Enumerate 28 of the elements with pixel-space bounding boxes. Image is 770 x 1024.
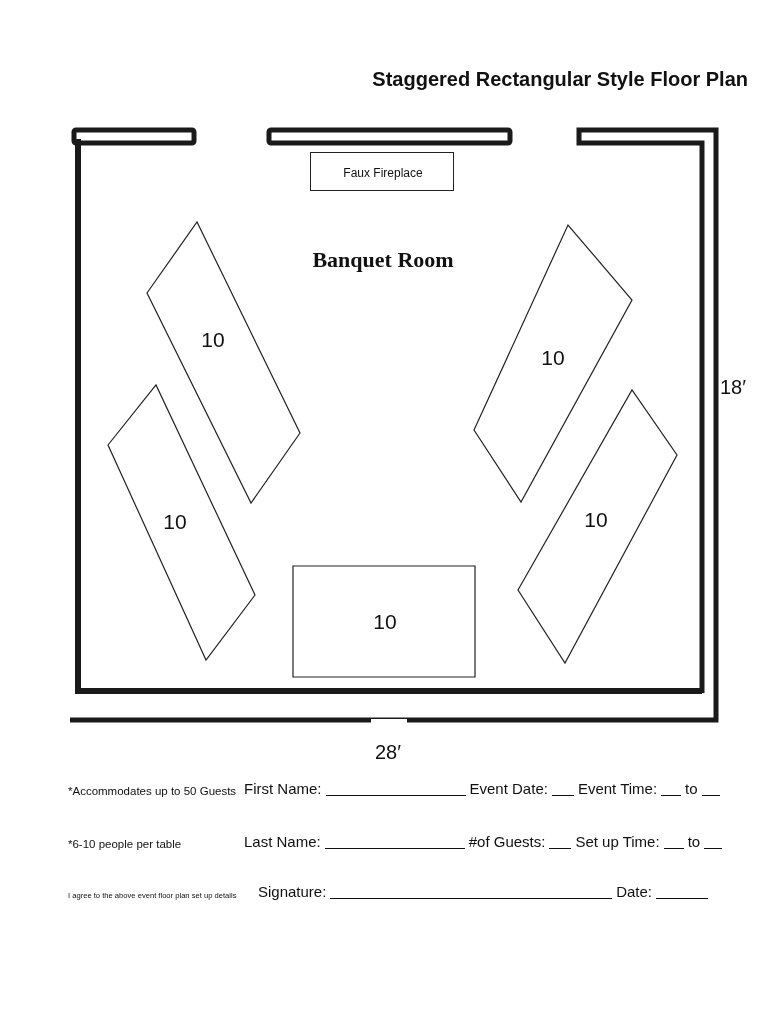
- field-label: Last Name:: [244, 833, 321, 852]
- field-label: to: [685, 780, 698, 799]
- table-shape: [108, 385, 255, 660]
- field-label: Event Date:: [469, 780, 548, 799]
- table-shape: [474, 225, 632, 502]
- seat-count: 10: [373, 610, 397, 634]
- field-label: First Name:: [244, 780, 322, 799]
- dimension-label: 18′: [720, 375, 746, 399]
- field-label: Date:: [616, 883, 652, 902]
- dimension-label: 28′: [375, 740, 401, 764]
- field-label: Set up Time:: [575, 833, 660, 852]
- field-label: #of Guests:: [468, 833, 546, 852]
- seat-count: 10: [584, 508, 608, 532]
- fireplace-box: [310, 152, 454, 191]
- title: Staggered Rectangular Style Floor Plan: [372, 68, 748, 91]
- seat-count: 10: [201, 328, 225, 352]
- field-label: to: [687, 833, 701, 852]
- table-shape: [518, 390, 677, 663]
- seat-count: 10: [163, 510, 187, 534]
- note: *6-10 people per table: [68, 838, 183, 852]
- fireplace-label: Faux Fireplace: [343, 166, 423, 180]
- table-shape: [147, 222, 300, 503]
- room-name: Banquet Room: [312, 247, 454, 273]
- table-shape: [293, 566, 475, 677]
- seat-count: 10: [541, 346, 565, 370]
- field-label: Signature:: [258, 883, 327, 902]
- note: *Accommodates up to 50 Guests: [68, 785, 238, 799]
- field-label: Event Time:: [577, 780, 658, 799]
